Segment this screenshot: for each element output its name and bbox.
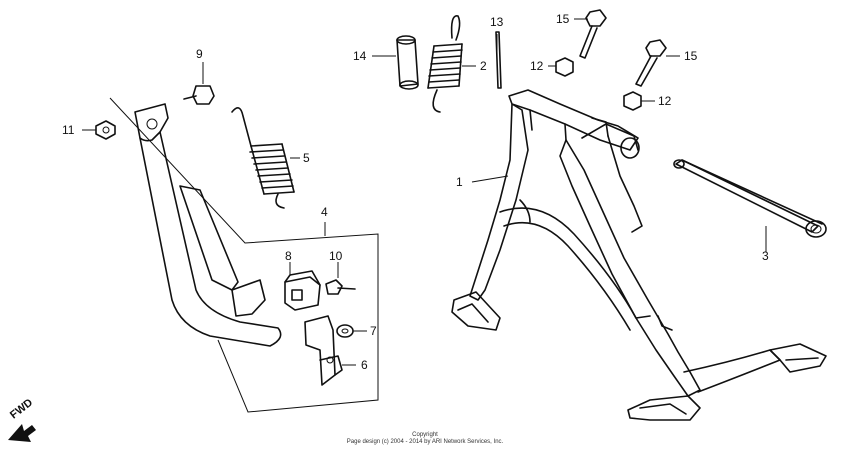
bolt-15b [635, 39, 680, 87]
callout-3: 3 [762, 249, 769, 263]
callout-1: 1 [456, 175, 463, 189]
side-stand-bar [134, 103, 282, 347]
fwd-arrow-icon [8, 424, 36, 442]
nut-11 [82, 120, 116, 140]
callout-10: 10 [329, 249, 343, 263]
bolt-10 [325, 262, 356, 295]
switch-bracket-6 [304, 315, 356, 386]
spring-5 [231, 107, 300, 209]
group-4-bracket [109, 97, 379, 413]
callout-6: 6 [361, 358, 368, 372]
callout-12-upper: 12 [530, 59, 544, 73]
callout-7: 7 [370, 324, 377, 338]
collar-14 [372, 35, 419, 90]
callout-14: 14 [353, 49, 367, 63]
copyright-line-2: Page design (c) 2004 - 2014 by ARI Netwo… [346, 439, 504, 445]
collar-7 [336, 324, 367, 338]
callout-4: 4 [321, 205, 328, 219]
callout-9: 9 [196, 47, 203, 61]
callout-15-upper: 15 [556, 12, 570, 26]
callout-11: 11 [62, 123, 75, 137]
pivot-shaft-3 [673, 159, 827, 252]
bolt-9 [183, 62, 215, 105]
pin-13 [495, 31, 502, 89]
callout-12-lower: 12 [658, 94, 672, 108]
switch-8 [284, 262, 321, 311]
callout-15-lower: 15 [684, 49, 698, 63]
bolt-15a [574, 9, 607, 59]
nut-12b [623, 91, 655, 111]
callout-8: 8 [285, 249, 292, 263]
callout-13: 13 [490, 15, 504, 29]
nut-12a [548, 57, 574, 77]
copyright-line-1: Copyright [412, 432, 438, 438]
callout-2: 2 [480, 59, 487, 73]
callout-5: 5 [303, 151, 310, 165]
main-stand-1 [451, 89, 827, 421]
spring-2 [427, 15, 476, 113]
